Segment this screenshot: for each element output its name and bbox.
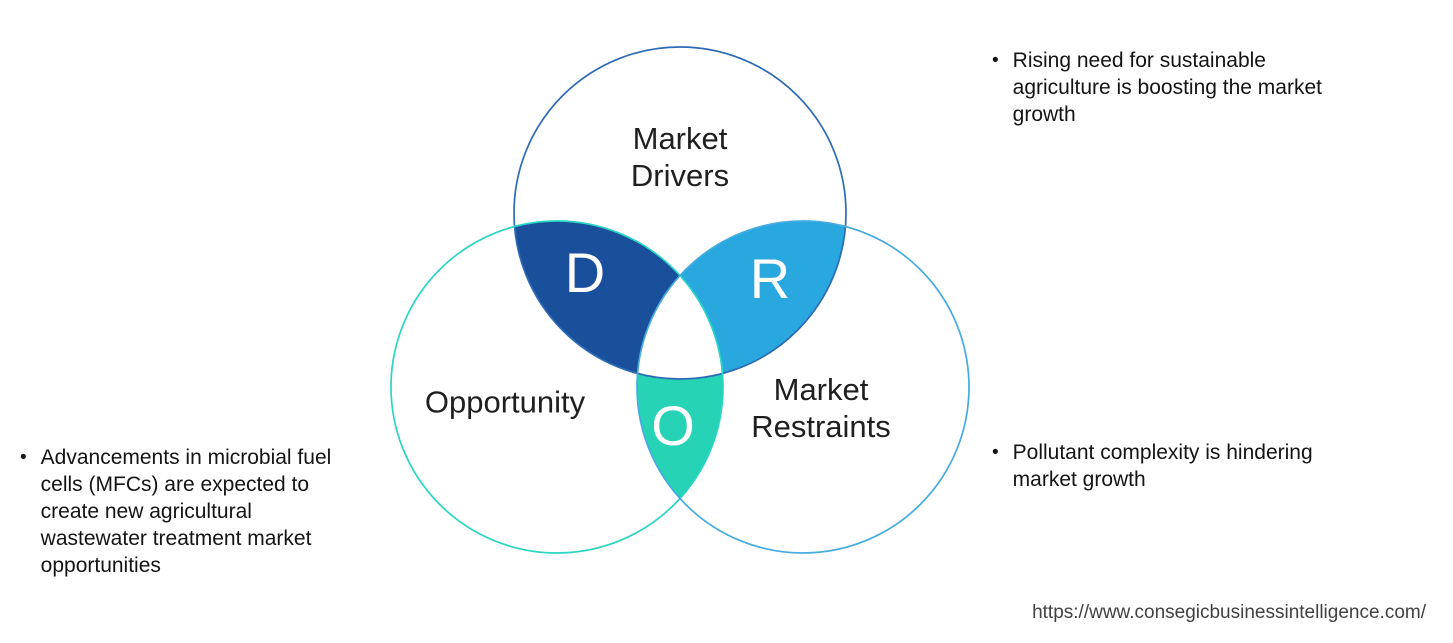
bullet-icon: •: [992, 50, 999, 71]
region-d-fill: [514, 221, 723, 379]
drivers-circle-outline: [513, 46, 847, 380]
opportunity-circle-outline: [390, 220, 724, 554]
bullet-opportunity-note: • Advancements in microbial fuel cells (…: [20, 444, 400, 579]
bullet-restraints-note: • Pollutant complexity is hindering mark…: [992, 439, 1402, 493]
region-o-letter: O: [651, 394, 695, 457]
region-r-fill: [637, 221, 846, 379]
opportunity-note-text: Advancements in microbial fuel cells (MF…: [40, 446, 332, 577]
bullet-drivers-note: • Rising need for sustainable agricultur…: [992, 47, 1402, 128]
bullet-icon: •: [20, 447, 27, 468]
restraints-note-text: Pollutant complexity is hindering market…: [1012, 441, 1313, 491]
bullet-icon: •: [992, 442, 999, 463]
region-r-letter: R: [749, 247, 791, 310]
opportunity-label: Opportunity: [424, 384, 586, 420]
restraints-circle-outline: [636, 220, 970, 554]
region-d-letter: D: [564, 241, 606, 304]
restraints-label: Market Restraints: [751, 372, 891, 444]
source-url: https://www.consegicbusinessintelligence…: [1032, 602, 1426, 623]
drivers-label: Market Drivers: [630, 121, 730, 193]
drivers-note-text: Rising need for sustainable agriculture …: [1012, 49, 1322, 126]
